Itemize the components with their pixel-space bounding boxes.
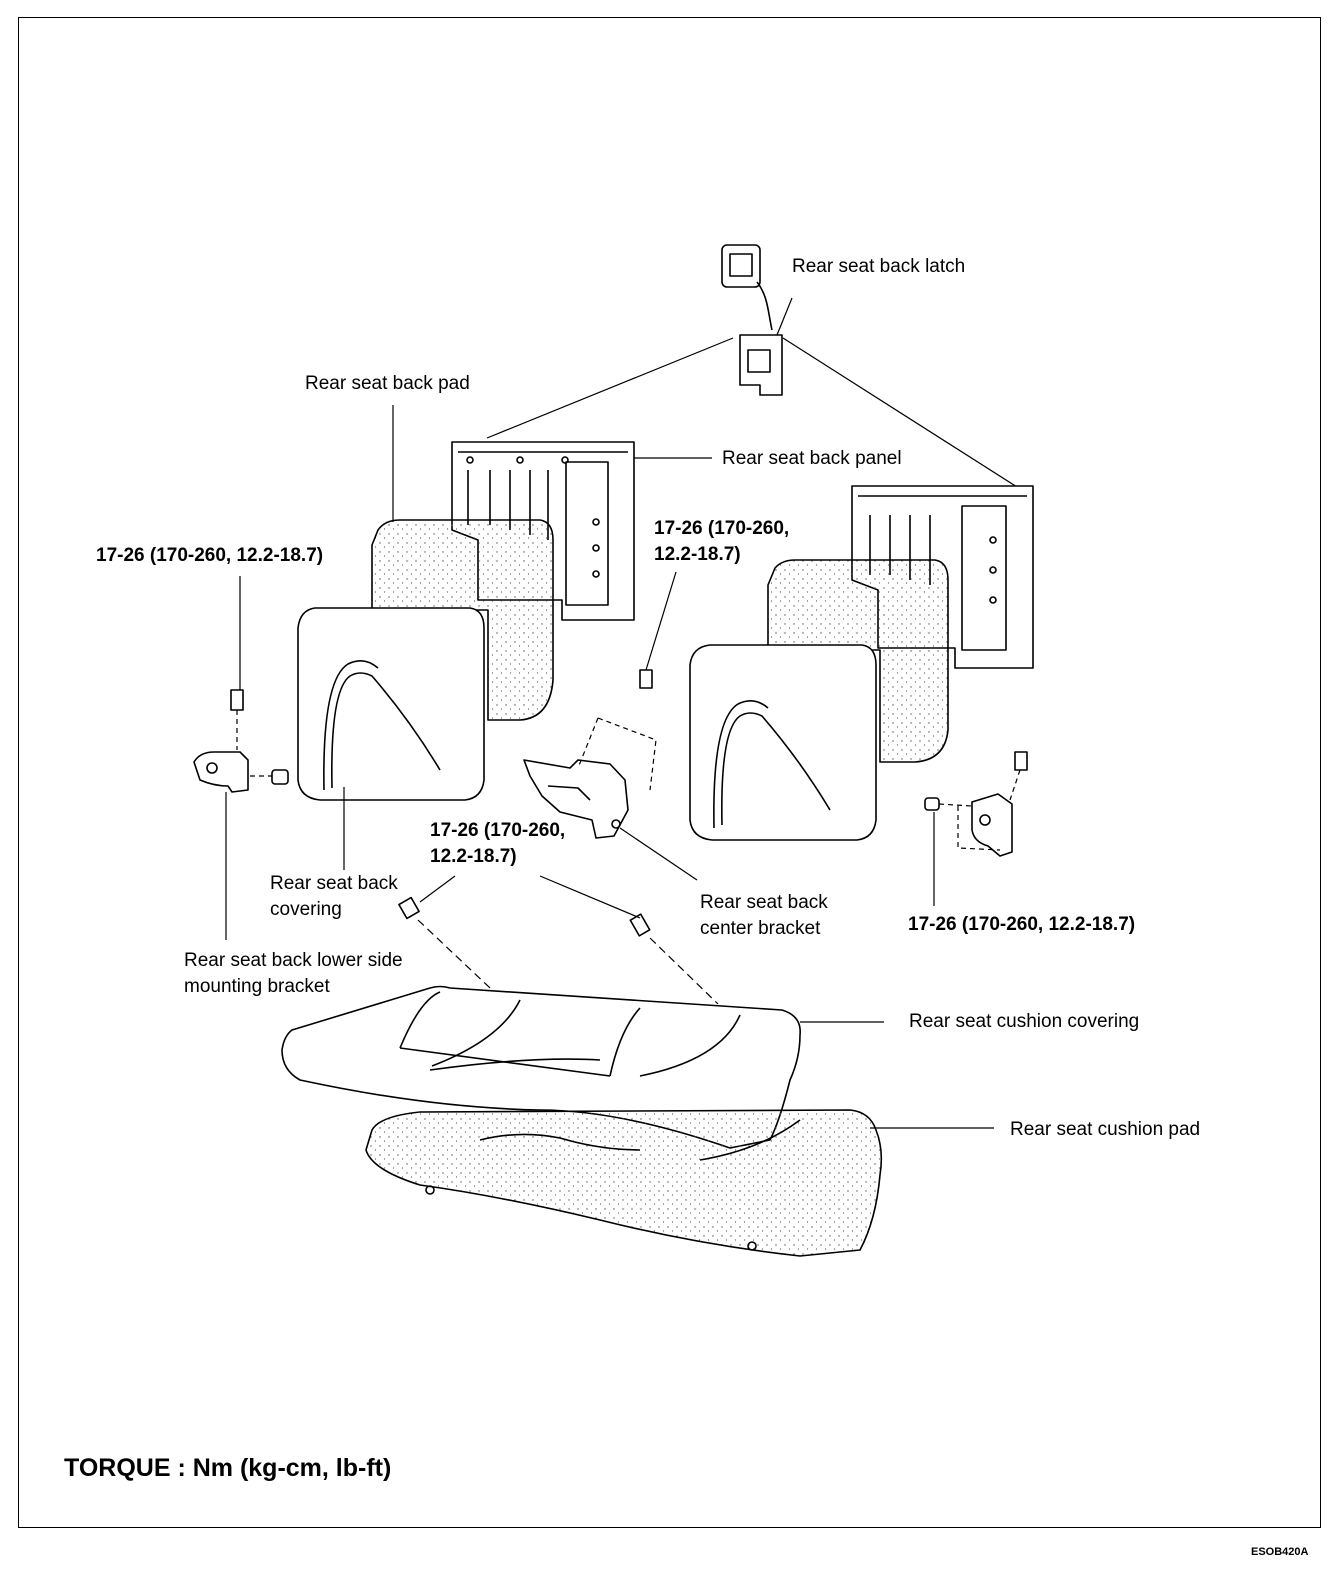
back-pad-left — [371, 519, 554, 721]
label-back-panel: Rear seat back panel — [722, 448, 902, 469]
label-torque-upper-center-2: 12.2-18.7) — [654, 544, 741, 565]
label-lower-side-bracket-2: mounting bracket — [184, 976, 330, 997]
torque-unit-note: TORQUE : Nm (kg-cm, lb-ft) — [64, 1454, 392, 1482]
label-cushion-pad: Rear seat cushion pad — [1010, 1119, 1201, 1140]
lower-side-bracket-left — [193, 689, 289, 793]
cushion-bolts — [398, 896, 719, 1005]
label-center-bracket-1: Rear seat back — [700, 892, 828, 913]
torque-upper-center-leader — [645, 571, 677, 671]
latch-leader-left — [486, 337, 734, 439]
back-covering-right — [689, 644, 877, 841]
label-center-bracket-2: center bracket — [700, 918, 821, 939]
torque-lower-center-leader-b — [539, 875, 641, 919]
figure-code: ESOB420A — [1251, 1546, 1309, 1558]
center-bracket-leader — [619, 827, 698, 881]
back-pad-right — [767, 559, 949, 763]
latch-label-leader — [776, 297, 793, 336]
torque-lower-center-leader-a — [419, 875, 456, 903]
label-cushion-covering: Rear seat cushion covering — [909, 1011, 1140, 1032]
latch-leader-right — [782, 337, 1018, 488]
label-back-covering-2: covering — [270, 899, 342, 920]
label-torque-left: 17-26 (170-260, 12.2-18.7) — [96, 545, 324, 566]
label-torque-right: 17-26 (170-260, 12.2-18.7) — [908, 914, 1136, 935]
cushion-pad — [365, 1109, 883, 1257]
label-lower-side-bracket-1: Rear seat back lower side — [184, 950, 403, 971]
label-back-covering-1: Rear seat back — [270, 873, 398, 894]
label-back-latch: Rear seat back latch — [792, 256, 966, 277]
figure-frame — [18, 17, 1321, 1528]
label-back-pad: Rear seat back pad — [305, 373, 470, 394]
center-bracket — [523, 669, 657, 839]
label-torque-lower-center-2: 12.2-18.7) — [430, 846, 517, 867]
label-torque-lower-center-1: 17-26 (170-260, — [430, 820, 566, 841]
back-latch-part — [721, 244, 783, 396]
label-torque-upper-center-1: 17-26 (170-260, — [654, 518, 790, 539]
lower-side-bracket-right — [924, 751, 1028, 857]
back-covering-left — [297, 607, 485, 801]
